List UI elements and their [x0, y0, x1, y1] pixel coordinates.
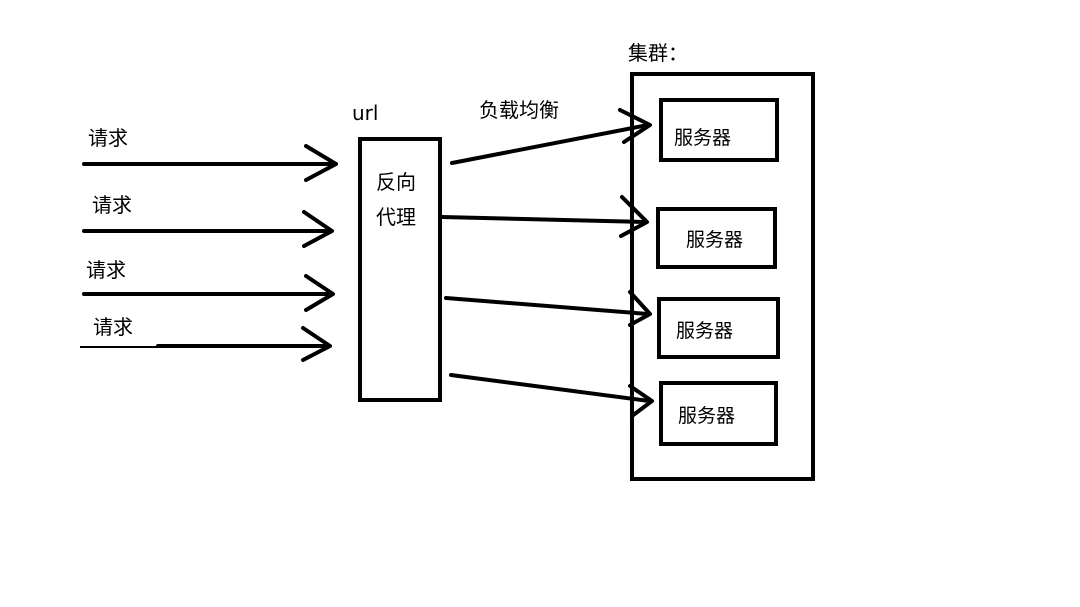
request-label-4: 请求: [93, 315, 133, 339]
load-balance-label: 负载均衡: [479, 98, 559, 122]
balance-arrow-2: [440, 195, 649, 238]
server-3: 服务器: [657, 297, 780, 359]
request-arrow-2: [82, 210, 334, 248]
request-arrow-1: [82, 144, 338, 182]
reverse-proxy-label-line1: 反向: [376, 170, 416, 194]
request-arrow-3: [82, 274, 335, 312]
server-label-2: 服务器: [686, 229, 743, 251]
server-label-1: 服务器: [674, 127, 731, 149]
cluster-label: 集群：: [628, 41, 688, 65]
cluster-box: [630, 72, 815, 481]
server-1: 服务器: [659, 98, 779, 162]
server-2: 服务器: [656, 207, 777, 269]
server-label-4: 服务器: [678, 405, 735, 427]
reverse-proxy-label-line2: 代理: [376, 205, 416, 229]
balance-arrow-1: [450, 108, 652, 165]
balance-arrow-4: [449, 373, 654, 418]
request-label-3: 请求: [86, 258, 126, 282]
request-label-2: 请求: [92, 193, 132, 217]
request-label-1: 请求: [88, 126, 128, 150]
request-arrow-4: [80, 326, 332, 362]
url-label: url: [352, 101, 378, 125]
reverse-proxy-box: [358, 137, 442, 402]
server-label-3: 服务器: [676, 320, 733, 342]
balance-arrow-3: [444, 290, 652, 327]
server-4: 服务器: [659, 381, 778, 446]
